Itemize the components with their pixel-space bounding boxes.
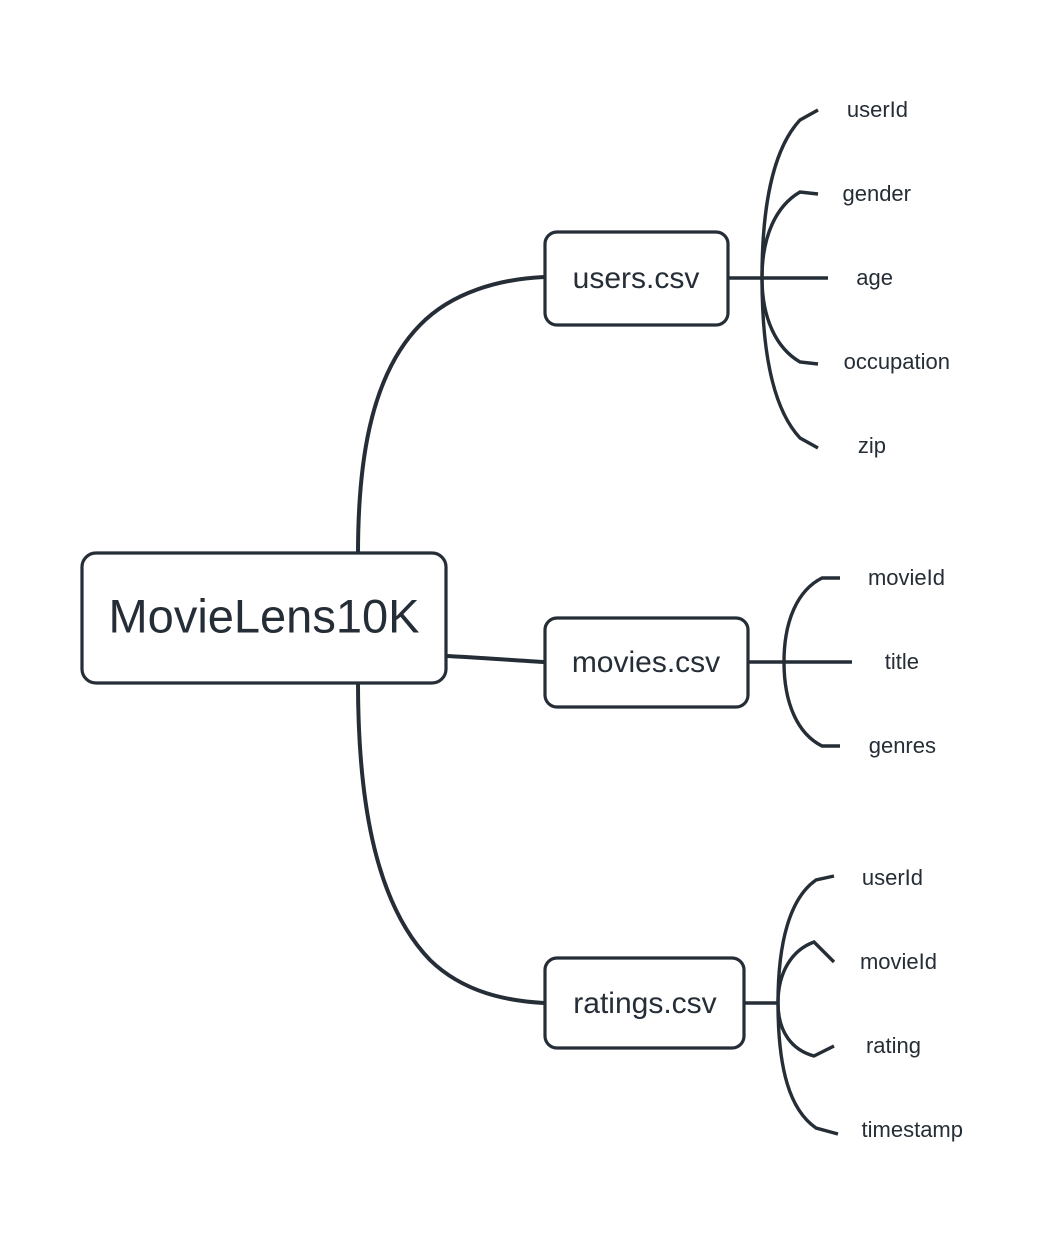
ratings-leaf-edges bbox=[744, 874, 839, 1136]
root-label: MovieLens10K bbox=[109, 589, 420, 642]
leaf-label-ratings-movieid[interactable]: movieId bbox=[860, 949, 937, 974]
leaf-label-ratings-userid[interactable]: userId bbox=[862, 865, 923, 890]
root-box bbox=[80, 551, 448, 685]
leaf-label-movies-genres[interactable]: genres bbox=[869, 733, 936, 758]
leaf-labels-users: userId gender age occupation zip bbox=[842, 97, 950, 458]
ratings-csv-box bbox=[543, 956, 746, 1050]
leaf-edge-ratings-timestamp bbox=[776, 1002, 839, 1136]
leaf-label-movies-title[interactable]: title bbox=[885, 649, 919, 674]
leaf-label-movies-movieid[interactable]: movieId bbox=[868, 565, 945, 590]
users-csv-box bbox=[543, 230, 730, 327]
leaf-edge-ratings-movieid bbox=[776, 940, 836, 1004]
node-ratings-csv[interactable]: ratings.csv bbox=[543, 956, 746, 1050]
leaf-edge-movies-genres bbox=[782, 661, 840, 748]
leaf-labels-ratings: userId movieId rating timestamp bbox=[860, 865, 963, 1142]
ratings-csv-label: ratings.csv bbox=[573, 987, 716, 1020]
leaf-label-ratings-rating[interactable]: rating bbox=[866, 1033, 921, 1058]
leaf-edge-users-occupation bbox=[760, 277, 819, 366]
leaf-label-users-zip[interactable]: zip bbox=[858, 433, 886, 458]
movies-csv-box bbox=[543, 616, 750, 709]
leaf-label-users-userid[interactable]: userId bbox=[847, 97, 908, 122]
edge-root-to-movies bbox=[445, 654, 545, 664]
users-csv-label: users.csv bbox=[573, 262, 700, 295]
edge-root-to-ratings bbox=[356, 681, 545, 1005]
node-root[interactable]: MovieLens10K bbox=[80, 551, 448, 685]
leaf-label-users-gender[interactable]: gender bbox=[842, 181, 911, 206]
root-branch-edges bbox=[356, 275, 545, 1005]
node-users-csv[interactable]: users.csv bbox=[543, 230, 730, 327]
leaf-edge-ratings-userid bbox=[776, 874, 835, 1004]
leaf-labels-movies: movieId title genres bbox=[868, 565, 945, 758]
leaf-edge-users-gender bbox=[760, 190, 819, 279]
leaf-edge-ratings-rating bbox=[776, 1002, 835, 1058]
node-movies-csv[interactable]: movies.csv bbox=[543, 616, 750, 709]
users-leaf-edges bbox=[728, 108, 828, 450]
leaf-label-users-occupation[interactable]: occupation bbox=[844, 349, 950, 374]
leaf-label-users-age[interactable]: age bbox=[856, 265, 893, 290]
movies-csv-label: movies.csv bbox=[572, 646, 720, 679]
edge-root-to-users bbox=[356, 275, 545, 555]
leaf-edge-movies-movieid bbox=[782, 576, 840, 663]
movies-leaf-edges bbox=[748, 576, 852, 748]
leaf-edge-users-zip bbox=[760, 277, 819, 450]
leaf-label-ratings-timestamp[interactable]: timestamp bbox=[862, 1117, 963, 1142]
